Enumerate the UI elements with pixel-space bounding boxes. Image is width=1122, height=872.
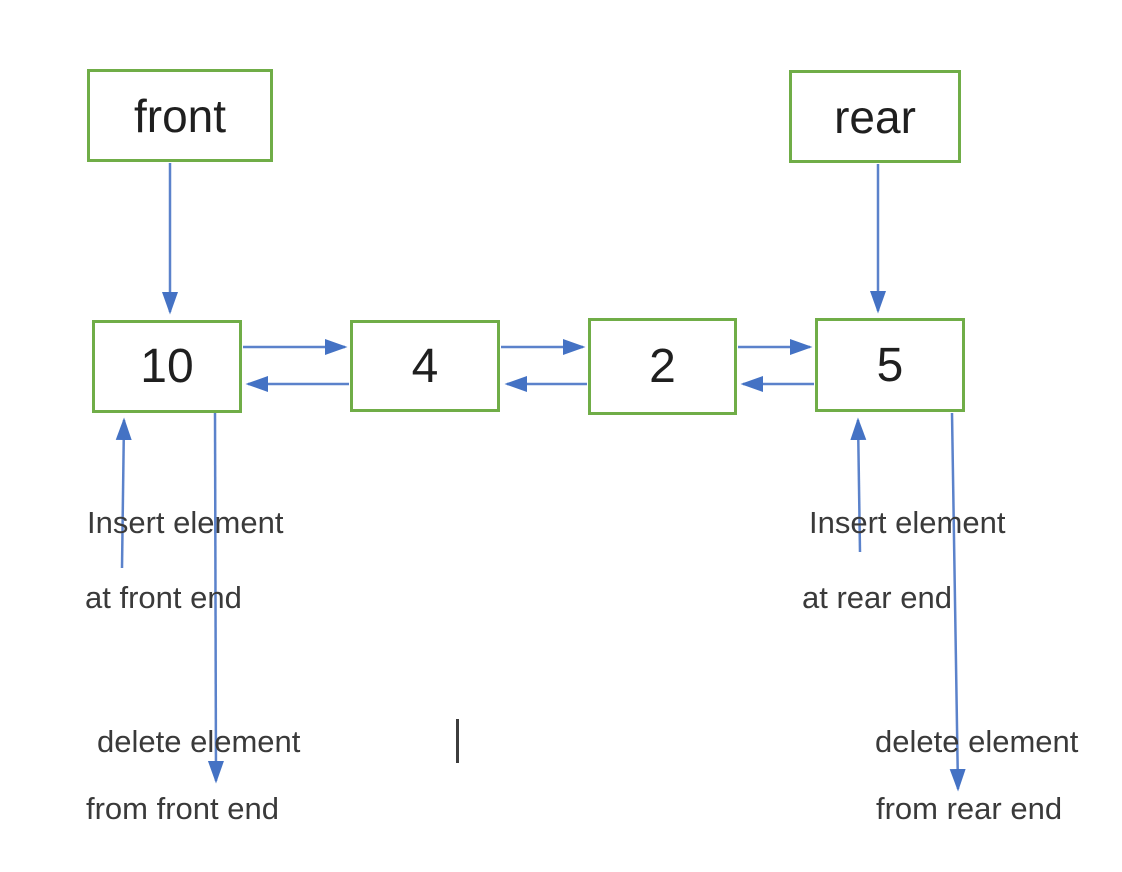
note-delete-front-line2: from front end xyxy=(86,791,279,826)
note-insert-rear-line2: at rear end xyxy=(802,580,952,615)
node-value: 5 xyxy=(876,338,904,392)
note-delete-rear-line1: delete element xyxy=(875,724,1079,759)
note-delete-front-line1: delete element xyxy=(97,724,301,759)
note-insert-front-line2: at front end xyxy=(85,580,242,615)
deque-node-1: 4 xyxy=(350,320,500,412)
arrow-insert-front xyxy=(115,417,132,569)
deque-node-2: 2 xyxy=(588,318,737,415)
rear-pointer-box: rear xyxy=(789,70,961,163)
arrow-delete-rear xyxy=(949,412,966,792)
note-insert-rear-line1: Insert element xyxy=(809,505,1006,540)
front-pointer-label: front xyxy=(133,89,227,142)
node-value: 2 xyxy=(649,340,676,393)
note-insert-front-line1: Insert element xyxy=(87,505,284,540)
text-caret xyxy=(456,719,459,763)
rear-pointer-label: rear xyxy=(834,90,916,143)
arrow-delete-front xyxy=(207,412,224,784)
note-delete-rear-line2: from rear end xyxy=(876,791,1063,826)
node-value: 10 xyxy=(140,340,194,393)
front-pointer-box: front xyxy=(87,69,273,162)
arrow-insert-rear xyxy=(850,417,867,553)
node-value: 4 xyxy=(411,339,439,393)
deque-node-0: 10 xyxy=(92,320,242,413)
deque-node-3: 5 xyxy=(815,318,965,412)
